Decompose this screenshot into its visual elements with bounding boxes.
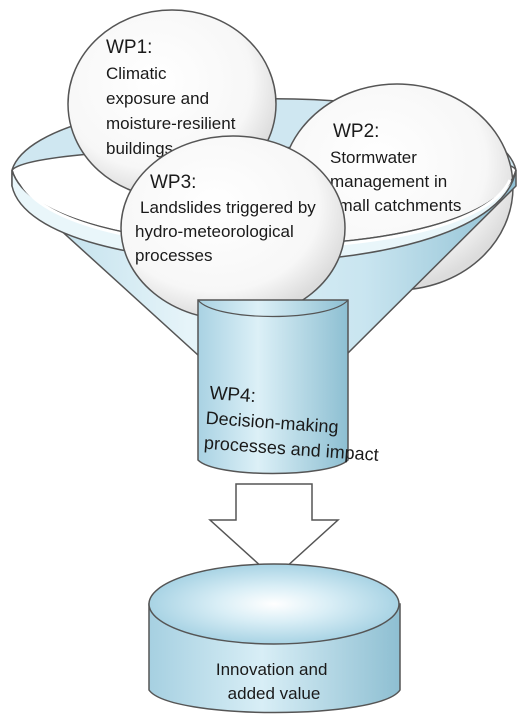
wp3-title: WP3: — [150, 172, 196, 193]
result-text: Innovation and added value — [216, 660, 332, 703]
result-cylinder: Innovation and added value — [148, 563, 401, 714]
wp3-ball: WP3: Landslides triggered by hydro-meteo… — [120, 135, 346, 321]
wp2-text: Stormwater management in small catchment… — [330, 148, 461, 215]
wp1-title: WP1: — [106, 37, 152, 58]
wp1-text: Climatic exposure and moisture-resilient… — [106, 64, 240, 158]
wp4-title: WP4: — [209, 383, 257, 407]
wp2-title: WP2: — [333, 121, 379, 142]
wp3-text: Landslides triggered by hydro-meteorolog… — [135, 198, 321, 265]
down-arrow — [208, 483, 340, 580]
funnel-spout — [197, 299, 349, 475]
